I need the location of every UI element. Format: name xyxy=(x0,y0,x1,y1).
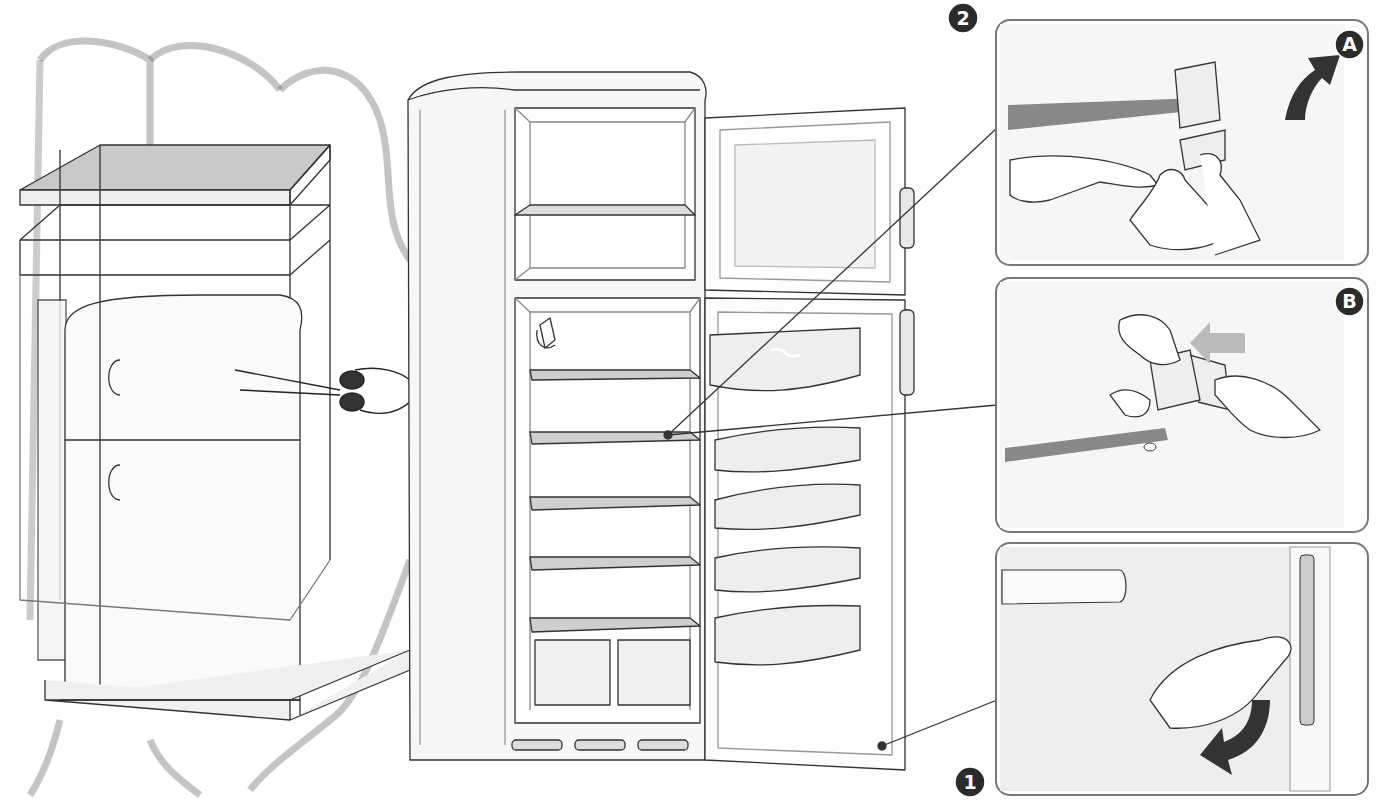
callout-number: 2 xyxy=(947,2,979,34)
shelves xyxy=(530,370,700,632)
packaging xyxy=(20,41,410,795)
leader-lines xyxy=(664,128,997,750)
callout-number: B xyxy=(1334,286,1365,317)
callout-circle-shape xyxy=(1335,287,1364,316)
callout-number: A xyxy=(1334,29,1365,60)
callout-text: 1 xyxy=(963,773,976,792)
hand xyxy=(1150,637,1291,728)
scissors-hand xyxy=(235,368,420,413)
callout-circle-shape xyxy=(955,767,985,797)
callout-text: A xyxy=(1342,35,1357,54)
hands xyxy=(1010,154,1260,255)
callout-circle-shape xyxy=(948,3,978,33)
vents xyxy=(512,740,688,750)
callout-number: 1 xyxy=(954,766,986,798)
callout-text: B xyxy=(1342,292,1356,311)
refrigerator xyxy=(408,72,914,770)
detail-panel xyxy=(996,543,1368,795)
hands xyxy=(1110,315,1320,438)
detail-panel xyxy=(996,278,1368,532)
callout-text: 2 xyxy=(956,9,969,28)
detail-panel xyxy=(996,20,1368,265)
door-bins xyxy=(710,328,860,665)
callout-circle-shape xyxy=(1335,30,1364,59)
